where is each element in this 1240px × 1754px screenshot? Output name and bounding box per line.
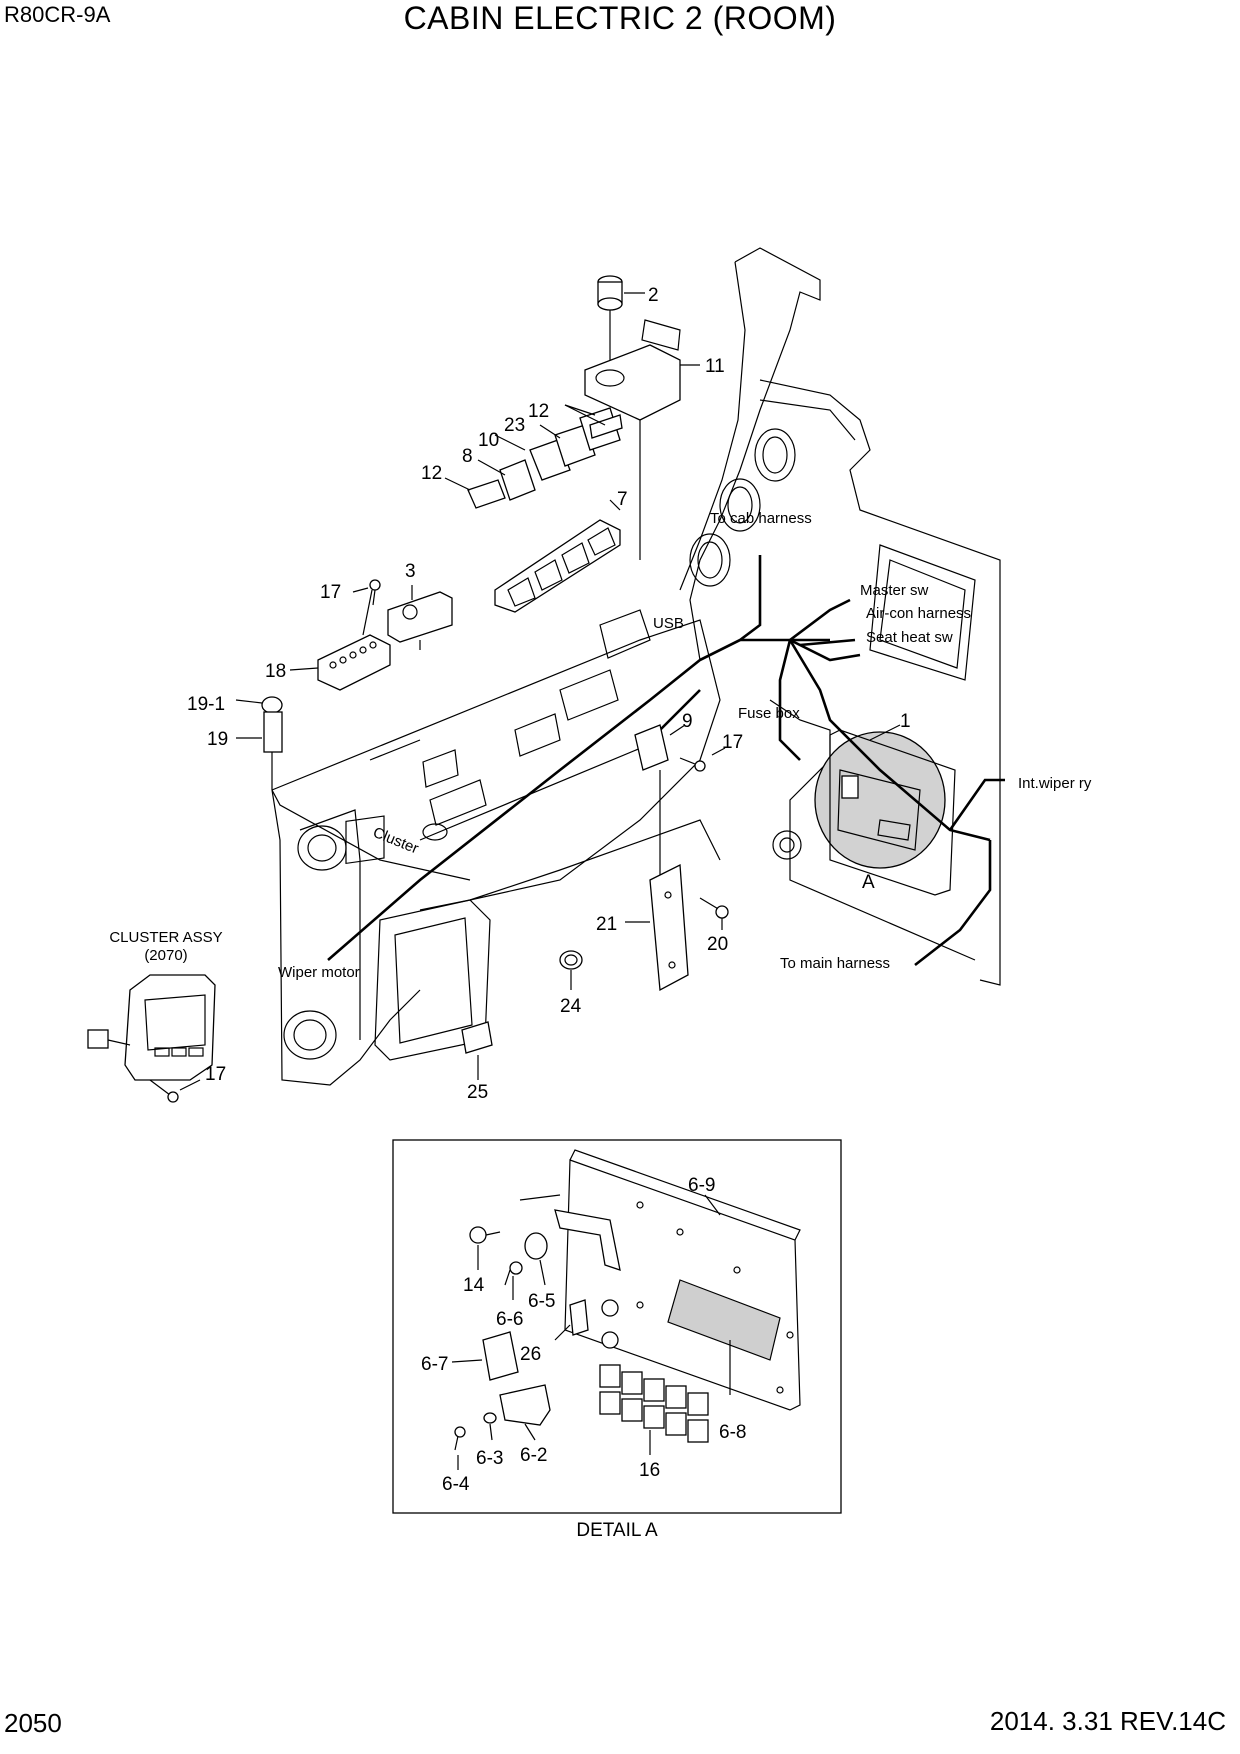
callout-6-7: 6-7 xyxy=(421,1354,448,1375)
label-usb: USB xyxy=(653,615,684,632)
model-code: R80CR-9A xyxy=(4,2,111,27)
switch-part-3 xyxy=(387,591,453,650)
callout-12a: 12 xyxy=(528,401,549,422)
callout-17c: 17 xyxy=(205,1064,226,1085)
cluster-assy-part xyxy=(87,974,216,1103)
screw-part xyxy=(369,579,381,606)
page-title: CABIN ELECTRIC 2 (ROOM) xyxy=(403,0,837,36)
callout-24: 24 xyxy=(560,996,582,1017)
callout-12b: 12 xyxy=(421,463,442,484)
callout-17b: 17 xyxy=(722,732,743,753)
callout-11: 11 xyxy=(705,356,725,377)
wiper-switch-part xyxy=(461,1021,493,1080)
callout-9: 9 xyxy=(682,711,693,732)
callout-17a: 17 xyxy=(320,582,341,603)
callout-numbers: 2 11 12 23 10 8 12 7 17 3 18 19-1 19 9 1… xyxy=(187,285,911,1103)
relay-bank xyxy=(599,1364,709,1443)
label-fuse-box: Fuse box xyxy=(738,705,800,722)
screw-part-20 xyxy=(699,897,729,919)
screw-part-mid xyxy=(679,757,706,772)
label-int-wiper-ry: Int.wiper ry xyxy=(1018,775,1092,792)
label-to-main-harness: To main harness xyxy=(780,955,890,972)
callout-6-2: 6-2 xyxy=(520,1445,547,1466)
detail-a-highlight xyxy=(814,729,956,896)
switch-panel-frame xyxy=(494,519,621,613)
callout-19: 19 xyxy=(207,729,228,750)
cigar-lighter-part xyxy=(597,275,623,370)
callout-6-5: 6-5 xyxy=(528,1291,555,1312)
callout-25: 25 xyxy=(467,1082,488,1103)
fuse-block-part xyxy=(317,589,391,691)
callout-A: A xyxy=(862,872,875,893)
callout-18: 18 xyxy=(265,661,286,682)
bracket-part-21 xyxy=(649,863,689,992)
callout-6-8: 6-8 xyxy=(719,1422,746,1443)
harness-labels: To cab harness Master sw Air-con harness… xyxy=(109,510,1092,981)
key-switch-part xyxy=(261,696,283,790)
callout-3: 3 xyxy=(405,561,416,582)
label-cluster-ref: (2070) xyxy=(144,947,187,964)
callout-8: 8 xyxy=(462,446,473,467)
callout-10: 10 xyxy=(478,430,499,451)
callout-6-6: 6-6 xyxy=(496,1309,523,1330)
callout-14: 14 xyxy=(463,1275,485,1296)
grommet-part xyxy=(559,950,583,990)
relay-part-9 xyxy=(634,724,669,880)
revision-date: 2014. 3.31 REV.14C xyxy=(989,1706,1226,1736)
callout-2: 2 xyxy=(648,285,659,306)
callout-1: 1 xyxy=(900,711,911,732)
label-master-sw: Master sw xyxy=(860,582,929,599)
callout-6-4: 6-4 xyxy=(442,1474,470,1495)
page-number: 2050 xyxy=(4,1708,62,1738)
callout-23: 23 xyxy=(504,415,525,436)
cabin-console-structure xyxy=(271,247,1001,1086)
callout-7: 7 xyxy=(617,489,628,510)
rocker-switches xyxy=(467,407,623,509)
callout-19-1: 19-1 xyxy=(187,694,225,715)
callout-26: 26 xyxy=(520,1344,541,1365)
callout-20: 20 xyxy=(707,934,728,955)
callout-6-9: 6-9 xyxy=(688,1175,715,1196)
wiring-harness xyxy=(327,555,1005,967)
callout-21: 21 xyxy=(596,914,617,935)
detail-callouts: 6-9 14 6-5 6-6 26 6-7 6-4 6-3 6-2 16 6-8… xyxy=(421,1175,746,1541)
switch-holder-part xyxy=(584,319,681,560)
label-cluster-assy: CLUSTER ASSY xyxy=(109,929,222,946)
callout-6-3: 6-3 xyxy=(476,1448,503,1469)
label-to-cab-harness: To cab harness xyxy=(710,510,812,527)
detail-a-box xyxy=(392,1139,842,1514)
label-seat-heat-sw: Seat heat sw xyxy=(866,629,953,646)
leader-lines xyxy=(179,292,901,1091)
label-aircon-harness: Air-con harness xyxy=(866,605,971,622)
callout-16: 16 xyxy=(639,1460,660,1481)
label-wiper-motor: Wiper motor xyxy=(278,964,360,981)
detail-a-title: DETAIL A xyxy=(576,1520,658,1541)
label-cluster-panel: Cluster xyxy=(371,824,421,858)
